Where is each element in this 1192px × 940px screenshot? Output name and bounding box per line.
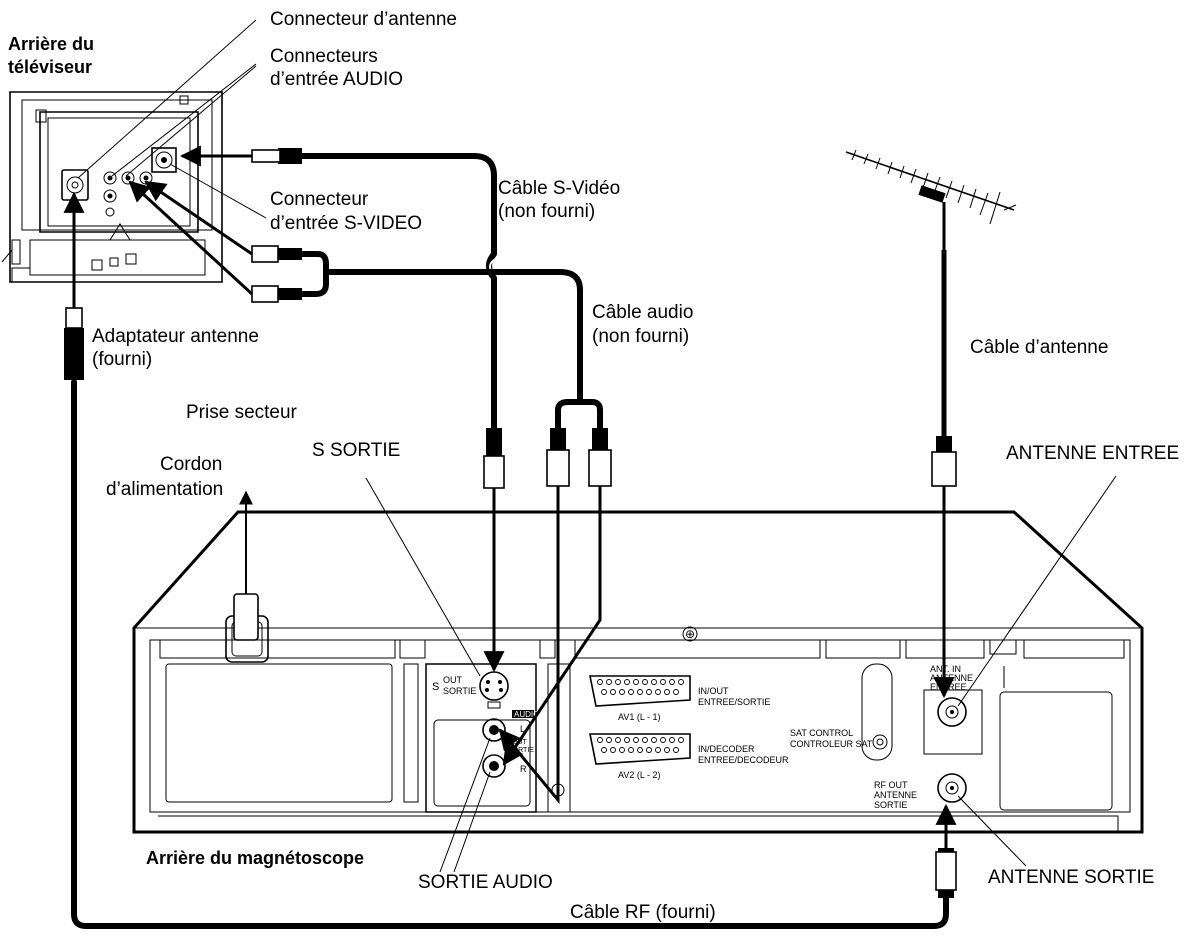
scart-pin: [628, 747, 634, 753]
scart-pin: [651, 737, 657, 743]
scart-pin: [606, 737, 612, 743]
scart-pin: [646, 689, 652, 695]
vcr-s-label: S: [432, 681, 439, 693]
vcr-av1-scart: [589, 675, 691, 707]
label-connecteurs-audio-1: Connecteurs: [270, 46, 378, 67]
scart-pin: [633, 679, 639, 685]
scart-pin: [664, 747, 670, 753]
scart-pin: [628, 689, 634, 695]
label-cable-antenne: Câble d’antenne: [970, 337, 1108, 358]
scart-pin: [664, 689, 670, 695]
vcr-sat-line2: CONTROLEUR SAT: [790, 739, 873, 749]
scart-pin: [655, 747, 661, 753]
scart-pin: [646, 747, 652, 753]
scart-pin: [619, 689, 625, 695]
vcr-sat-line1: SAT CONTROL: [790, 728, 853, 738]
pointer-lines: [77, 19, 1117, 873]
vcr-sortie-label: SORTIE: [443, 686, 476, 696]
vcr-av2-line2: ENTREE/DECODEUR: [698, 755, 789, 765]
vcr-av1-line1: IN/OUT: [698, 686, 729, 696]
scart-pin: [669, 737, 675, 743]
label-connecteur-svideo-2: d’entrée S-VIDEO: [270, 213, 422, 234]
vcr-av1-line2: ENTREE/SORTIE: [698, 697, 770, 707]
scart-pin: [610, 747, 616, 753]
vcr-audio-out-jacks: [482, 710, 534, 778]
label-cordon-1: Cordon: [160, 454, 222, 475]
vcr-ant-in-line1: ANT. IN: [930, 664, 961, 674]
label-cable-svideo-2: (non fourni): [498, 201, 595, 222]
scart-pin: [673, 689, 679, 695]
scart-pin: [678, 679, 684, 685]
scart-pin: [642, 679, 648, 685]
label-antenne-sortie: ANTENNE SORTIE: [988, 867, 1154, 888]
vcr-av2-name: AV2 (L - 2): [618, 770, 661, 780]
tv-back: [1, 91, 223, 283]
vcr-av1-name: AV1 (L - 1): [618, 712, 661, 722]
svg-text:⊕: ⊕: [685, 627, 695, 641]
scart-pin: [669, 679, 675, 685]
label-connecteur-svideo-1: Connecteur: [270, 189, 369, 210]
vcr-title: Arrière du magnétoscope: [146, 848, 364, 868]
tv-audio-connectors: [103, 171, 153, 217]
vcr-back: ⊕: [132, 510, 1144, 834]
vcr-ant-in-line3: ENTREE: [930, 682, 967, 692]
antenna-cable: [931, 250, 957, 699]
vcr-l-label: L: [520, 724, 525, 734]
scart-pin: [651, 679, 657, 685]
tv-title-line2: téléviseur: [8, 57, 92, 77]
scart-pin: [660, 679, 666, 685]
power-cord: [225, 490, 269, 663]
scart-pin: [637, 747, 643, 753]
tv-svideo-connector: [151, 147, 177, 173]
scart-pin: [660, 737, 666, 743]
antenna-elements: [851, 149, 1017, 225]
vcr-rf-out-jack: [937, 773, 967, 803]
scart-pin: [678, 737, 684, 743]
label-connecteurs-audio-2: d’entrée AUDIO: [270, 69, 403, 90]
label-antenne-entree: ANTENNE ENTREE: [1006, 443, 1179, 464]
vcr-rf-out-line1: RF OUT: [874, 780, 908, 790]
scart-pin: [601, 747, 607, 753]
vcr-r-label: R: [520, 764, 527, 774]
label-cable-svideo-1: Câble S-Vidéo: [498, 178, 620, 199]
audio-cable: [128, 180, 612, 805]
vcr-rf-out-line3: SORTIE: [874, 800, 907, 810]
scart-pin: [619, 747, 625, 753]
scart-pin: [624, 737, 630, 743]
tv-title-line1: Arrière du: [8, 34, 94, 54]
label-sortie-audio: SORTIE AUDIO: [418, 872, 553, 893]
label-s-sortie: S SORTIE: [312, 440, 400, 461]
label-cable-audio-2: (non fourni): [592, 326, 689, 347]
vcr-av2-scart: [589, 733, 691, 765]
vcr-out-label: OUT: [443, 675, 463, 685]
vcr-av2-line1: IN/DECODER: [698, 744, 755, 754]
scart-pin: [637, 689, 643, 695]
label-adaptateur-1: Adaptateur antenne: [92, 326, 259, 347]
scart-pin: [624, 679, 630, 685]
scart-pin: [615, 679, 621, 685]
scart-pin: [606, 679, 612, 685]
vcr-rf-out-line2: ANTENNE: [874, 790, 917, 800]
label-adaptateur-2: (fourni): [92, 349, 152, 370]
scart-pin: [642, 737, 648, 743]
label-cable-rf: Câble RF (fourni): [570, 902, 716, 923]
scart-pin: [673, 747, 679, 753]
scart-pin: [615, 737, 621, 743]
label-connecteur-antenne: Connecteur d’antenne: [270, 9, 457, 30]
scart-pin: [655, 689, 661, 695]
vcr-audio-label: AUDIO: [514, 710, 539, 719]
label-cable-audio-1: Câble audio: [592, 302, 693, 323]
scart-pin: [597, 737, 603, 743]
scart-pin: [601, 689, 607, 695]
scart-pin: [633, 737, 639, 743]
label-prise-secteur: Prise secteur: [186, 402, 298, 423]
antenna: [845, 149, 1017, 250]
label-cordon-2: d’alimentation: [106, 479, 223, 500]
rf-cable: [63, 191, 957, 929]
scart-pin: [610, 689, 616, 695]
scart-pin: [597, 679, 603, 685]
